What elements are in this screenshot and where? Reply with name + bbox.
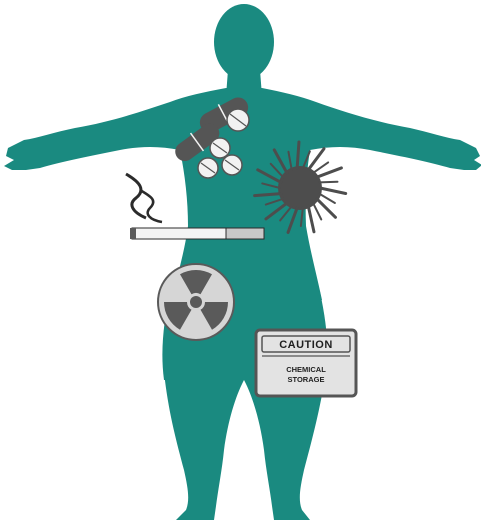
virus-spike: [313, 162, 328, 172]
head: [214, 4, 274, 80]
cigarette-filter: [226, 228, 264, 239]
radiation-icon: [158, 264, 234, 340]
human-figure: [4, 4, 481, 520]
virus-spike: [320, 188, 346, 194]
virus-spike: [317, 168, 342, 177]
sign-line-1: CHEMICAL: [286, 365, 326, 374]
smoke-wisp-1: [126, 174, 146, 218]
cigarette-body: [132, 228, 230, 239]
sign-line-2: STORAGE: [288, 375, 325, 384]
virus-spike: [308, 206, 314, 232]
cigarette-ash: [130, 228, 136, 239]
cigarette-icon: [130, 228, 264, 239]
radiation-center: [190, 296, 202, 308]
left-leg: [164, 372, 244, 520]
virus-spike: [319, 182, 337, 183]
sign-title: CAUTION: [279, 339, 333, 351]
caution-sign-icon: CAUTION CHEMICAL STORAGE: [256, 330, 356, 396]
smoke-icon: [126, 174, 162, 222]
virus-spike: [297, 142, 299, 168]
virus-spike: [313, 203, 321, 219]
virus-spike: [255, 194, 281, 196]
